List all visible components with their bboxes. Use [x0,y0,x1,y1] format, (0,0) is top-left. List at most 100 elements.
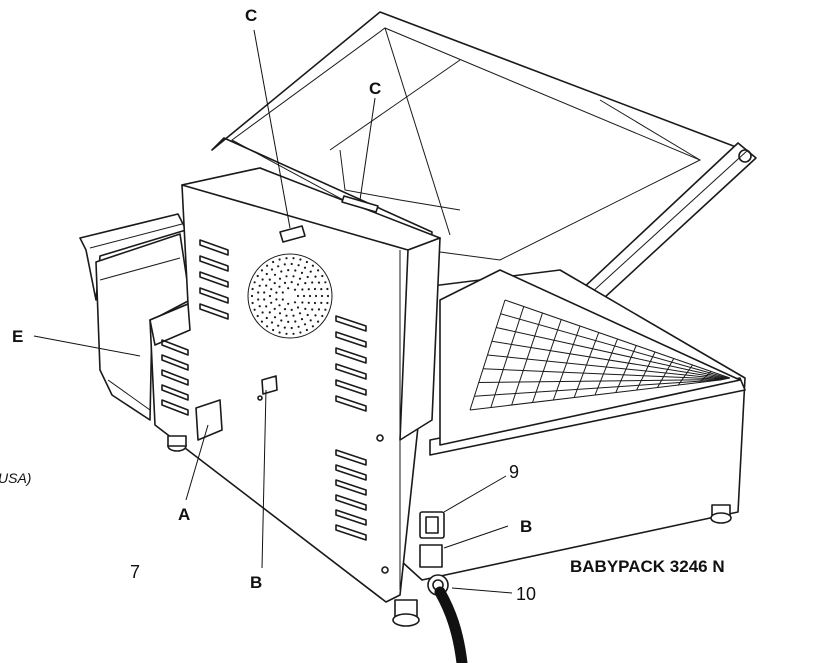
fan-hole [258,305,261,308]
fan-grille [247,253,333,339]
fan-hole [326,294,330,298]
fan-hole [299,331,302,334]
fan-hole [253,308,256,311]
fan-hole [324,281,327,284]
fan-hole [290,308,293,311]
fan-hole [260,269,263,272]
fan-hole [326,301,329,305]
fan-hole [311,281,314,284]
fan-hole [265,305,268,308]
fan-hole [251,287,254,291]
fan-hole [296,283,300,286]
fan-hole [273,316,277,319]
vent-slots [161,239,367,541]
label-b-right: B [520,517,532,536]
fan-hole [290,326,293,330]
vent-slot [335,449,367,466]
label-b-panel: B [250,573,262,592]
fan-hole [261,311,264,314]
fan-hole [320,301,323,304]
fan-hole [277,324,280,327]
fan-hole [273,273,277,276]
fan-hole [285,275,288,278]
fan-hole [278,285,281,288]
label-10: 10 [516,584,536,604]
feet [167,435,732,627]
grid-wire [469,379,721,411]
fan-hole [294,320,297,323]
wire-grid [469,299,731,411]
fan-hole [287,269,290,272]
fan-hole [306,275,309,279]
vent-slot [335,524,367,541]
fan-hole [293,301,297,304]
fan-hole [296,294,300,298]
fan-hole [314,314,317,317]
vent-slot [335,331,367,348]
fan-hole [306,313,309,317]
fan-hole [280,319,283,322]
fan-hole [314,294,318,298]
fan-hole [250,294,254,298]
fan-hole [304,282,307,285]
vent-slot [335,347,367,364]
fan-hole [263,291,266,294]
fan-hole [321,314,324,318]
fan-hole [253,281,256,284]
fan-hole [317,320,320,323]
fan-hole [280,270,283,273]
fan-hole [285,332,288,335]
power-switch-panel [419,511,445,568]
fan-hole [256,274,259,278]
vent-slot [335,395,367,412]
fan-hole [298,312,302,315]
fan-hole [256,314,259,318]
fan-hole [261,278,264,281]
fan-hole [278,277,282,280]
fan-hole [301,288,304,291]
vent-slot [335,464,367,481]
fan-hole [308,294,312,298]
fan-hole [283,263,286,266]
fan-hole [268,311,271,314]
label-c-mid: C [369,79,381,98]
fan-hole [270,301,273,304]
fan-hole [301,301,304,304]
fan-hole [303,323,307,326]
fan-hole [317,269,320,272]
fan-hole [300,271,304,274]
vent-slot [199,271,229,288]
fan-hole [281,298,284,301]
fan-hole [292,314,295,317]
fan-hole [266,325,269,328]
fan-hole [292,275,295,278]
fan-hole [263,298,266,301]
label-7: 7 [130,562,140,582]
fan-hole [270,288,273,291]
fan-hole [268,294,272,298]
fan-hole [307,288,310,291]
label-c-top: C [245,6,257,25]
fan-hole [311,264,314,267]
power-cable [427,574,468,663]
grid-wire [491,340,727,380]
fan-hole [297,264,300,267]
fan-hole [285,257,288,260]
label-e: E [12,327,23,346]
vent-slot [161,384,189,401]
vent-slot [161,354,189,371]
fan-hole [297,325,300,328]
fan-hole [265,316,268,320]
fan-hole [309,270,312,273]
fan-hole [273,307,276,310]
fan-hole [283,281,287,284]
fan-hole [266,264,269,267]
vent-slot [199,239,229,256]
fan-hole [311,308,314,311]
fan-hole [321,274,324,278]
fan-hole [305,260,308,264]
vent-slot [161,339,189,356]
fan-hole [320,288,323,291]
fan-hole [258,284,261,287]
fan-hole [283,326,286,329]
